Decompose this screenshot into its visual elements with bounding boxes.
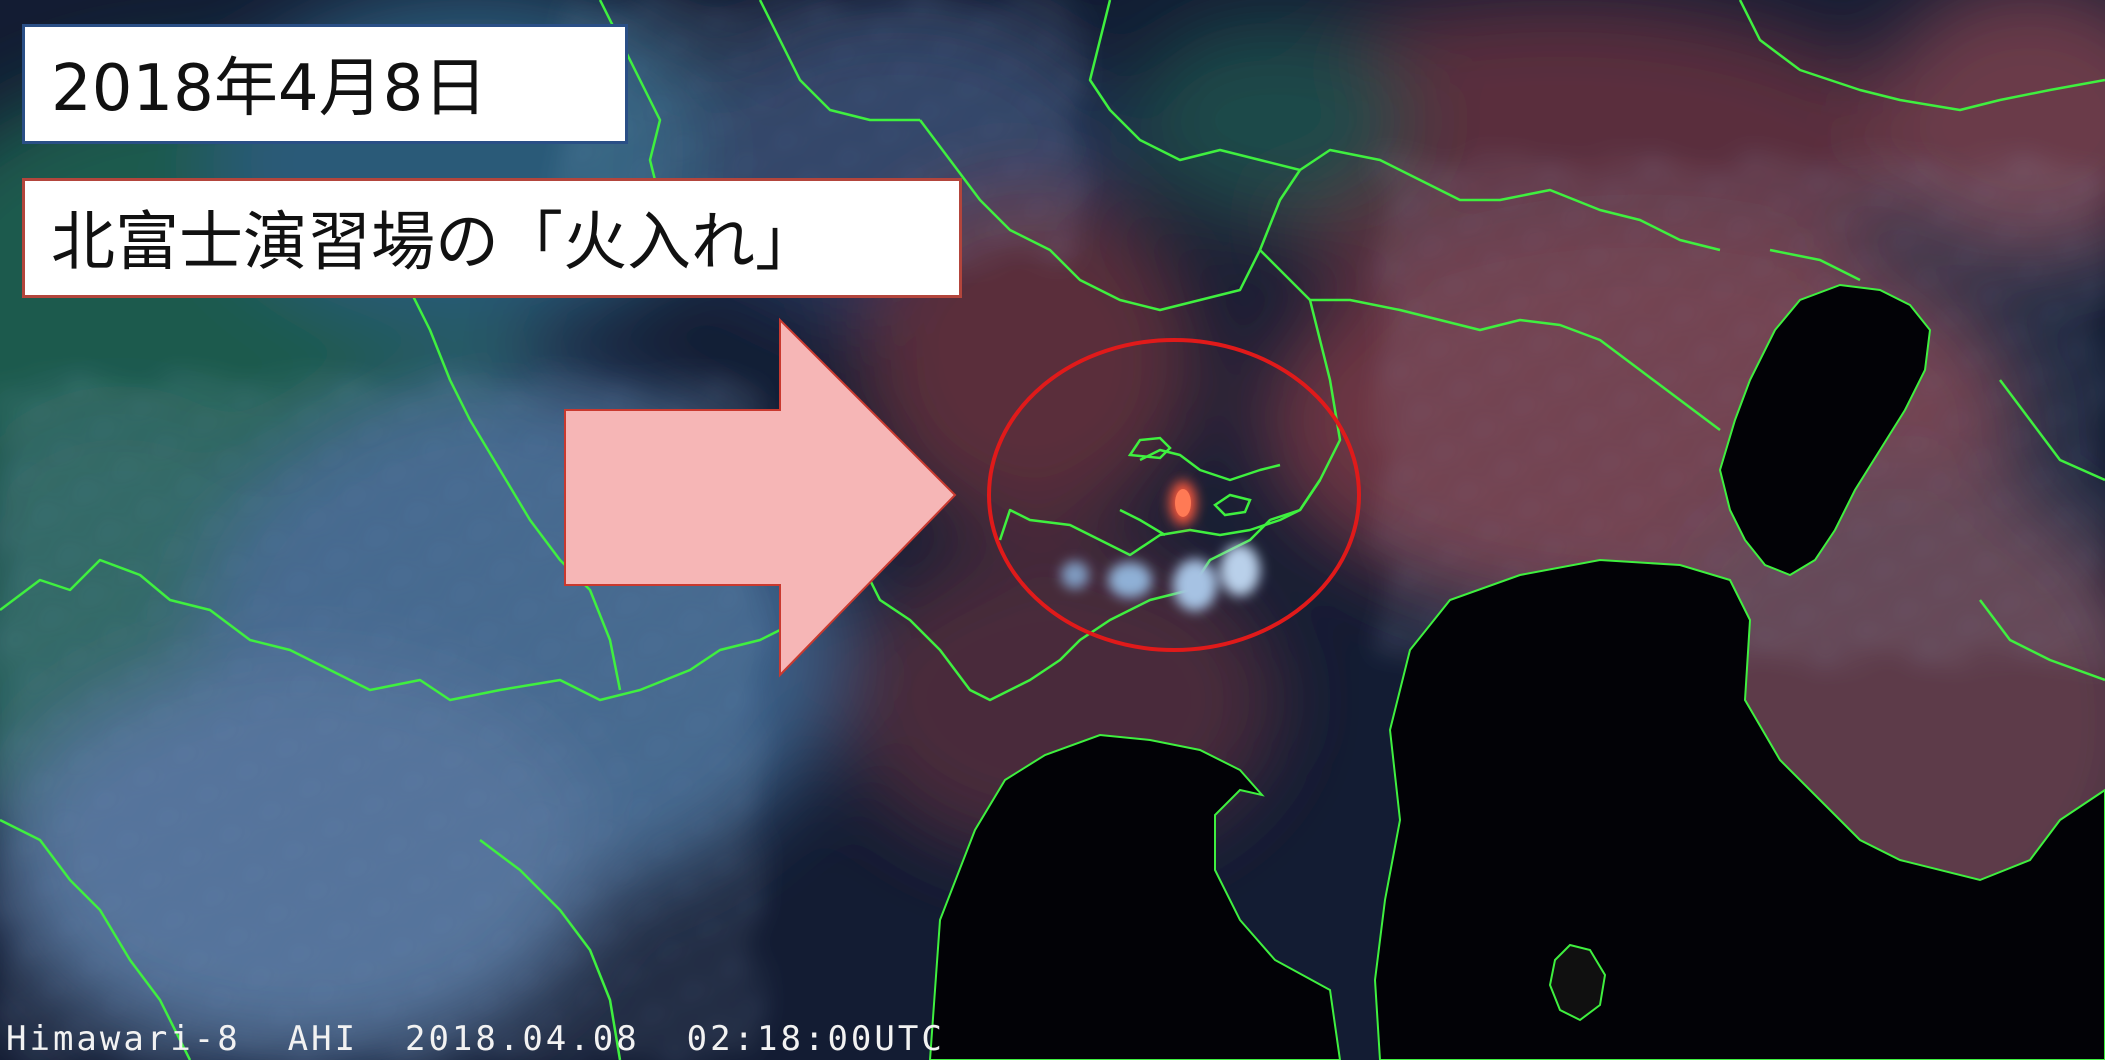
fire-hotspot-core xyxy=(1175,489,1191,517)
local-clouds xyxy=(1061,544,1260,611)
date-label: 2018年4月8日 xyxy=(22,24,628,144)
satellite-caption: Himawari-8 AHI 2018.04.08 02:18:00UTC xyxy=(6,1019,945,1059)
tokyo-bay xyxy=(1718,283,1932,577)
highlight-circle xyxy=(987,338,1361,652)
title-label: 北富士演習場の「火入れ」 xyxy=(22,178,962,298)
water-bodies xyxy=(928,283,2105,1060)
pointer-arrow xyxy=(564,317,957,678)
suruga-bay xyxy=(928,733,1342,1060)
izu-island xyxy=(1548,943,1607,1022)
fuji-lakes xyxy=(1127,436,1252,517)
sagami-bay xyxy=(1373,558,2105,1060)
